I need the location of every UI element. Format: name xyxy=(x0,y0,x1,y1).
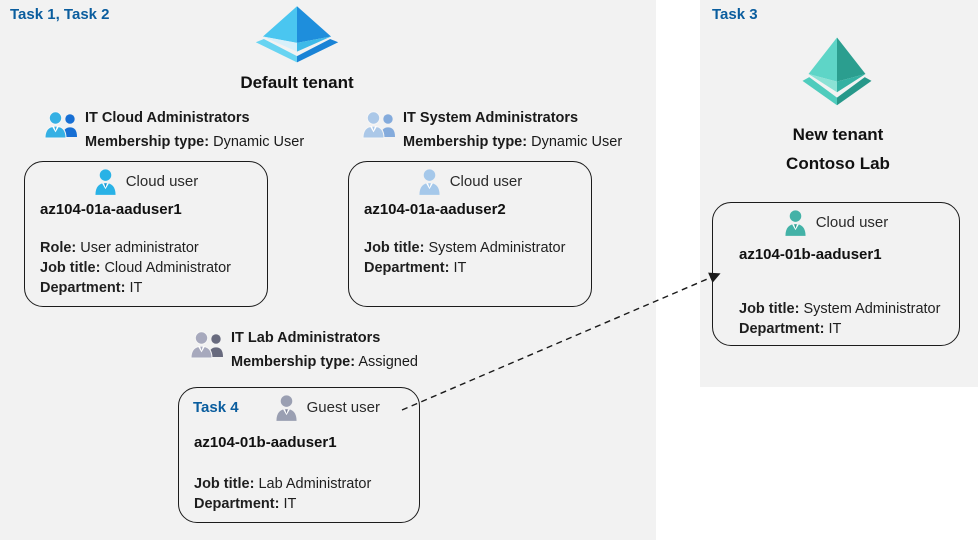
group-name: IT Lab Administrators xyxy=(231,330,381,346)
detail-department: Department: IT xyxy=(364,260,467,276)
guest-user-icon xyxy=(275,394,298,421)
username: az104-01b-aaduser1 xyxy=(194,434,337,451)
group-name: IT System Administrators xyxy=(403,110,579,126)
group-name: IT Cloud Administrators xyxy=(85,110,250,126)
username: az104-01a-aaduser2 xyxy=(364,201,506,218)
user-type-label: Cloud user xyxy=(815,214,889,231)
group-membership: Membership type: Dynamic User xyxy=(85,134,305,150)
group-membership: Membership type: Assigned xyxy=(231,354,418,370)
default-tenant-title: Default tenant xyxy=(240,73,354,92)
user-type-label: Cloud user xyxy=(449,173,523,190)
cloud-user-icon xyxy=(418,168,441,195)
detail-role: Role: User administrator xyxy=(40,240,199,256)
task-4-label: Task 4 xyxy=(193,399,239,416)
user-type-label: Cloud user xyxy=(125,173,199,190)
group-users-icon xyxy=(44,110,78,140)
group-users-icon xyxy=(362,110,396,140)
default-tenant-panel xyxy=(0,0,656,540)
task-1-2-label: Task 1, Task 2 xyxy=(10,6,110,23)
username: az104-01a-aaduser1 xyxy=(40,201,182,218)
azure-ad-tenant-icon xyxy=(254,5,340,63)
detail-department: Department: IT xyxy=(40,280,143,296)
user-card-new-tenant-aaduser1: Cloud user az104-01b-aaduser1 Job title:… xyxy=(712,202,960,346)
detail-department: Department: IT xyxy=(194,496,297,512)
cloud-user-icon xyxy=(94,168,117,195)
detail-job-title: Job title: System Administrator xyxy=(739,301,941,317)
user-card-aaduser1: Cloud user az104-01a-aaduser1 Role: User… xyxy=(24,161,268,307)
detail-department: Department: IT xyxy=(739,321,842,337)
cloud-user-icon xyxy=(784,209,807,236)
detail-job-title: Job title: Cloud Administrator xyxy=(40,260,231,276)
new-tenant-title: New tenant Contoso Lab xyxy=(786,125,890,173)
username: az104-01b-aaduser1 xyxy=(739,246,882,263)
azure-ad-new-tenant-icon xyxy=(801,36,873,106)
user-type-label: Guest user xyxy=(306,399,380,416)
group-users-icon xyxy=(190,330,224,360)
guest-user-card-aaduser1: Task 4 Guest user az104-01b-aaduser1 Job… xyxy=(178,387,420,523)
detail-job-title: Job title: System Administrator xyxy=(364,240,566,256)
user-card-aaduser2: Cloud user az104-01a-aaduser2 Job title:… xyxy=(348,161,592,307)
task-3-label: Task 3 xyxy=(712,6,758,23)
detail-job-title: Job title: Lab Administrator xyxy=(194,476,372,492)
group-membership: Membership type: Dynamic User xyxy=(403,134,623,150)
